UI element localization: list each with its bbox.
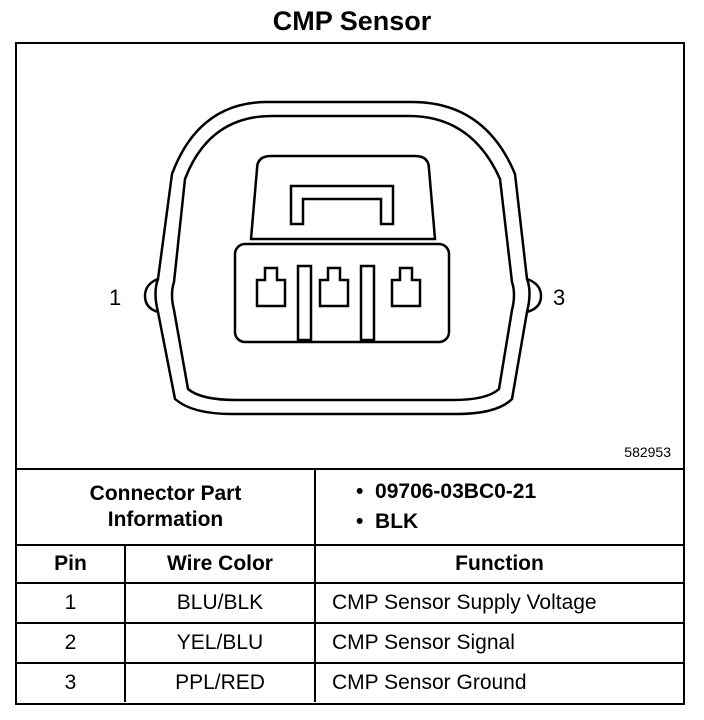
- connector-info-label: Connector Part Information: [17, 468, 316, 546]
- pinout-table: Connector Part Information • 09706-03BC0…: [17, 468, 683, 702]
- terminal-1: [255, 266, 287, 308]
- separator-left: [296, 264, 313, 342]
- cell-pin: 3: [17, 662, 126, 702]
- page-title: CMP Sensor: [272, 6, 432, 36]
- cell-function: CMP Sensor Ground: [314, 662, 683, 702]
- figure-id: 582953: [624, 444, 671, 460]
- cell-wire-color: YEL/BLU: [124, 622, 316, 664]
- table-row: 2 YEL/BLU CMP Sensor Signal: [17, 622, 683, 664]
- housing-outer: [154, 100, 531, 416]
- table-row: 3 PPL/RED CMP Sensor Ground: [17, 662, 683, 702]
- connector-info-list: • 09706-03BC0-21 • BLK: [314, 468, 683, 546]
- separator-right: [359, 264, 376, 342]
- header-function: Function: [314, 544, 683, 584]
- connector-info-item: • 09706-03BC0-21: [356, 480, 537, 503]
- terminal-3: [390, 266, 422, 308]
- terminal-2: [318, 266, 350, 308]
- terminal-block: [233, 242, 451, 344]
- right-tab: [526, 277, 543, 314]
- cell-function: CMP Sensor Supply Voltage: [314, 582, 683, 624]
- table-row: 1 BLU/BLK CMP Sensor Supply Voltage: [17, 582, 683, 624]
- left-tab: [143, 277, 159, 314]
- connector-info-row: Connector Part Information • 09706-03BC0…: [17, 468, 683, 546]
- connector-face-drawing: [143, 100, 543, 416]
- connector-info-item: • BLK: [356, 510, 419, 533]
- cell-pin: 1: [17, 582, 126, 624]
- cell-wire-color: PPL/RED: [124, 662, 316, 702]
- cell-function: CMP Sensor Signal: [314, 622, 683, 664]
- pin-label-left: 1: [109, 285, 122, 310]
- header-pin: Pin: [17, 544, 126, 584]
- latch-inner: [289, 184, 395, 226]
- table-header-row: Pin Wire Color Function: [17, 544, 683, 584]
- cell-wire-color: BLU/BLK: [124, 582, 316, 624]
- cell-pin: 2: [17, 622, 126, 664]
- header-wire-color: Wire Color: [124, 544, 316, 584]
- connector-diagram: 1 3 582953: [17, 44, 683, 468]
- connector-frame: 1 3 582953 Connector Part Information • …: [15, 42, 685, 705]
- latch-outer: [249, 154, 437, 241]
- pin-label-right: 3: [553, 285, 566, 310]
- housing-inner: [170, 114, 516, 402]
